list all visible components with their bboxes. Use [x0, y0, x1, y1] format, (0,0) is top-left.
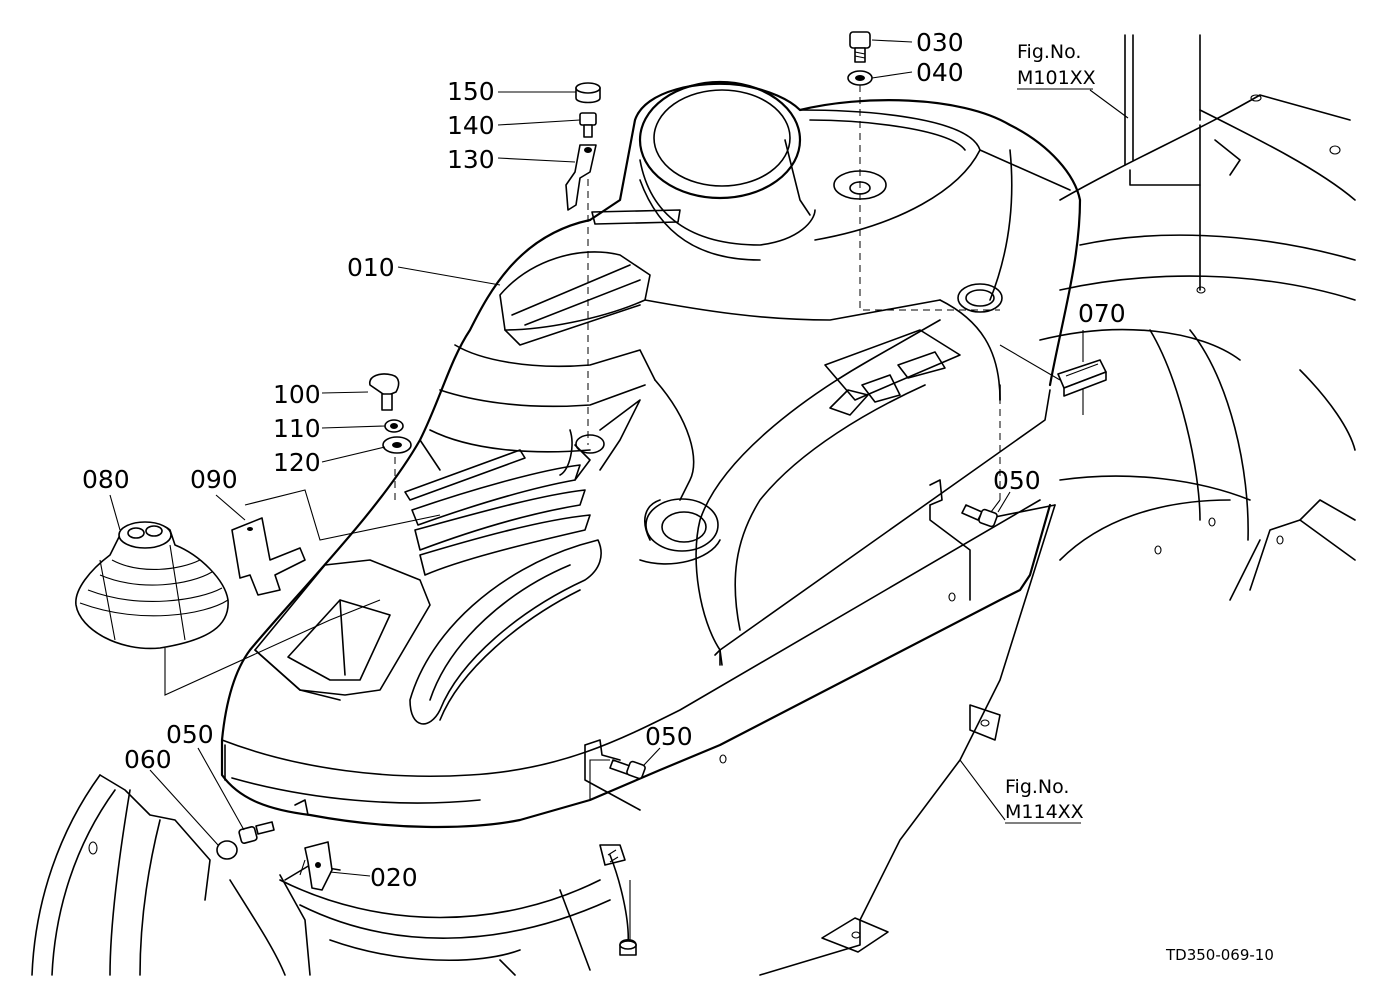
- callout-050-lower: 050: [166, 720, 214, 749]
- figure-ref-m114xx[interactable]: Fig.No. M114XX: [1005, 776, 1084, 824]
- clip-020: [299, 841, 333, 891]
- callout-050-upper: 050: [993, 466, 1041, 495]
- callout-040: 040: [916, 58, 964, 87]
- knob-100: [369, 373, 400, 411]
- callout-050-middle: 050: [645, 722, 693, 751]
- assembly-lines: [164, 85, 1201, 940]
- callout-130: 130: [447, 145, 495, 174]
- bolt-050-right: [961, 504, 998, 528]
- figure-ref-code[interactable]: M114XX: [1005, 801, 1084, 823]
- callout-120: 120: [273, 448, 321, 477]
- callout-100: 100: [273, 380, 321, 409]
- figure-ref-label: Fig.No.: [1017, 41, 1081, 63]
- leader-lines: [109, 39, 1129, 877]
- lower-side-panel: [759, 504, 1056, 976]
- nut-110: [384, 419, 404, 433]
- bolt-050-middle: [609, 759, 646, 780]
- plug-070: [1057, 359, 1107, 397]
- bolt-050-left: [238, 821, 275, 844]
- cap-150: [575, 82, 601, 104]
- callout-110: 110: [273, 414, 321, 443]
- callout-010: 010: [347, 253, 395, 282]
- bracket-130: [565, 144, 597, 211]
- washer-040: [847, 70, 873, 86]
- left-fender: [31, 774, 311, 976]
- nut-060: [216, 840, 238, 860]
- fastener-lower: [607, 849, 637, 956]
- callout-020: 020: [370, 863, 418, 892]
- washer-120: [382, 436, 412, 454]
- callout-140: 140: [447, 111, 495, 140]
- callout-070: 070: [1078, 299, 1126, 328]
- callout-150: 150: [447, 77, 495, 106]
- lever-boot-080: [75, 521, 229, 650]
- screw-140: [579, 112, 597, 138]
- figure-ref-label: Fig.No.: [1005, 776, 1069, 798]
- bolt-030: [849, 31, 871, 63]
- callout-030: 030: [916, 28, 964, 57]
- side-skirt: [294, 479, 971, 816]
- callout-060: 060: [124, 745, 172, 774]
- drawing-code: TD350-069-10: [1165, 946, 1274, 964]
- callout-labels: 030 040 150 140 130 010 070 100 110 120 …: [82, 28, 1126, 892]
- bracket-090: [231, 517, 306, 596]
- callout-080: 080: [82, 465, 130, 494]
- lower-cover: [279, 844, 630, 976]
- background-frame: [1039, 34, 1356, 601]
- figure-ref-m101xx[interactable]: Fig.No. M101XX: [1017, 41, 1096, 90]
- callout-090: 090: [190, 465, 238, 494]
- console-cover: [220, 80, 1082, 829]
- figure-ref-code[interactable]: M101XX: [1017, 67, 1096, 89]
